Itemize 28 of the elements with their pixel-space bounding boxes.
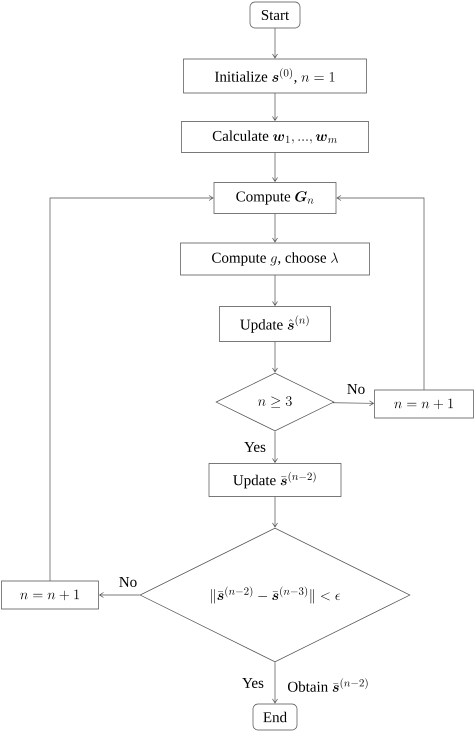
arrow [272, 431, 278, 464]
arrow [50, 195, 214, 581]
process-box: $\text{Update }\hat{\boldsymbol{s}}^{(n)}$ [219, 306, 331, 342]
arrow [336, 195, 424, 390]
process-box: $\text{Update }\bar{\boldsymbol{s}}^{(n-2)}$ [208, 463, 342, 497]
arrow [98, 592, 140, 598]
arrow [272, 342, 278, 373]
edge-label: Yes [243, 441, 267, 453]
edge-label: Yes [241, 677, 265, 689]
arrow [272, 28, 278, 59]
edge-label: No [118, 576, 138, 588]
arrow [272, 214, 278, 243]
arrow [272, 275, 278, 306]
process-box: $\text{Compute }\boldsymbol{G}_n$ [214, 182, 336, 214]
process-box: $\text{Compute }g\text{, choose }\lambda$ [180, 242, 370, 276]
process-box: $n=n+1$ [1, 580, 99, 610]
process-box: $n=n+1$ [374, 390, 474, 418]
result-label: $\text{Obtain }\bar{\boldsymbol{s}}^{(n-2)}$ [286, 677, 370, 693]
process-box: $\text{Calculate }\boldsymbol{w}_1,...,\boldsymbol{w}_m$ [181, 121, 369, 153]
arrow [272, 93, 278, 122]
terminal-box: $\text{End}$ [252, 704, 298, 730]
arrow [272, 496, 278, 528]
arrow [272, 662, 278, 704]
terminal-box: $\text{Start}$ [250, 2, 300, 28]
arrow [272, 152, 278, 182]
process-box: $\text{Initialize }\boldsymbol{s}^{(0)}\text{, }n=1$ [183, 58, 367, 94]
edge-label: No [346, 383, 366, 395]
arrow [332, 400, 374, 406]
